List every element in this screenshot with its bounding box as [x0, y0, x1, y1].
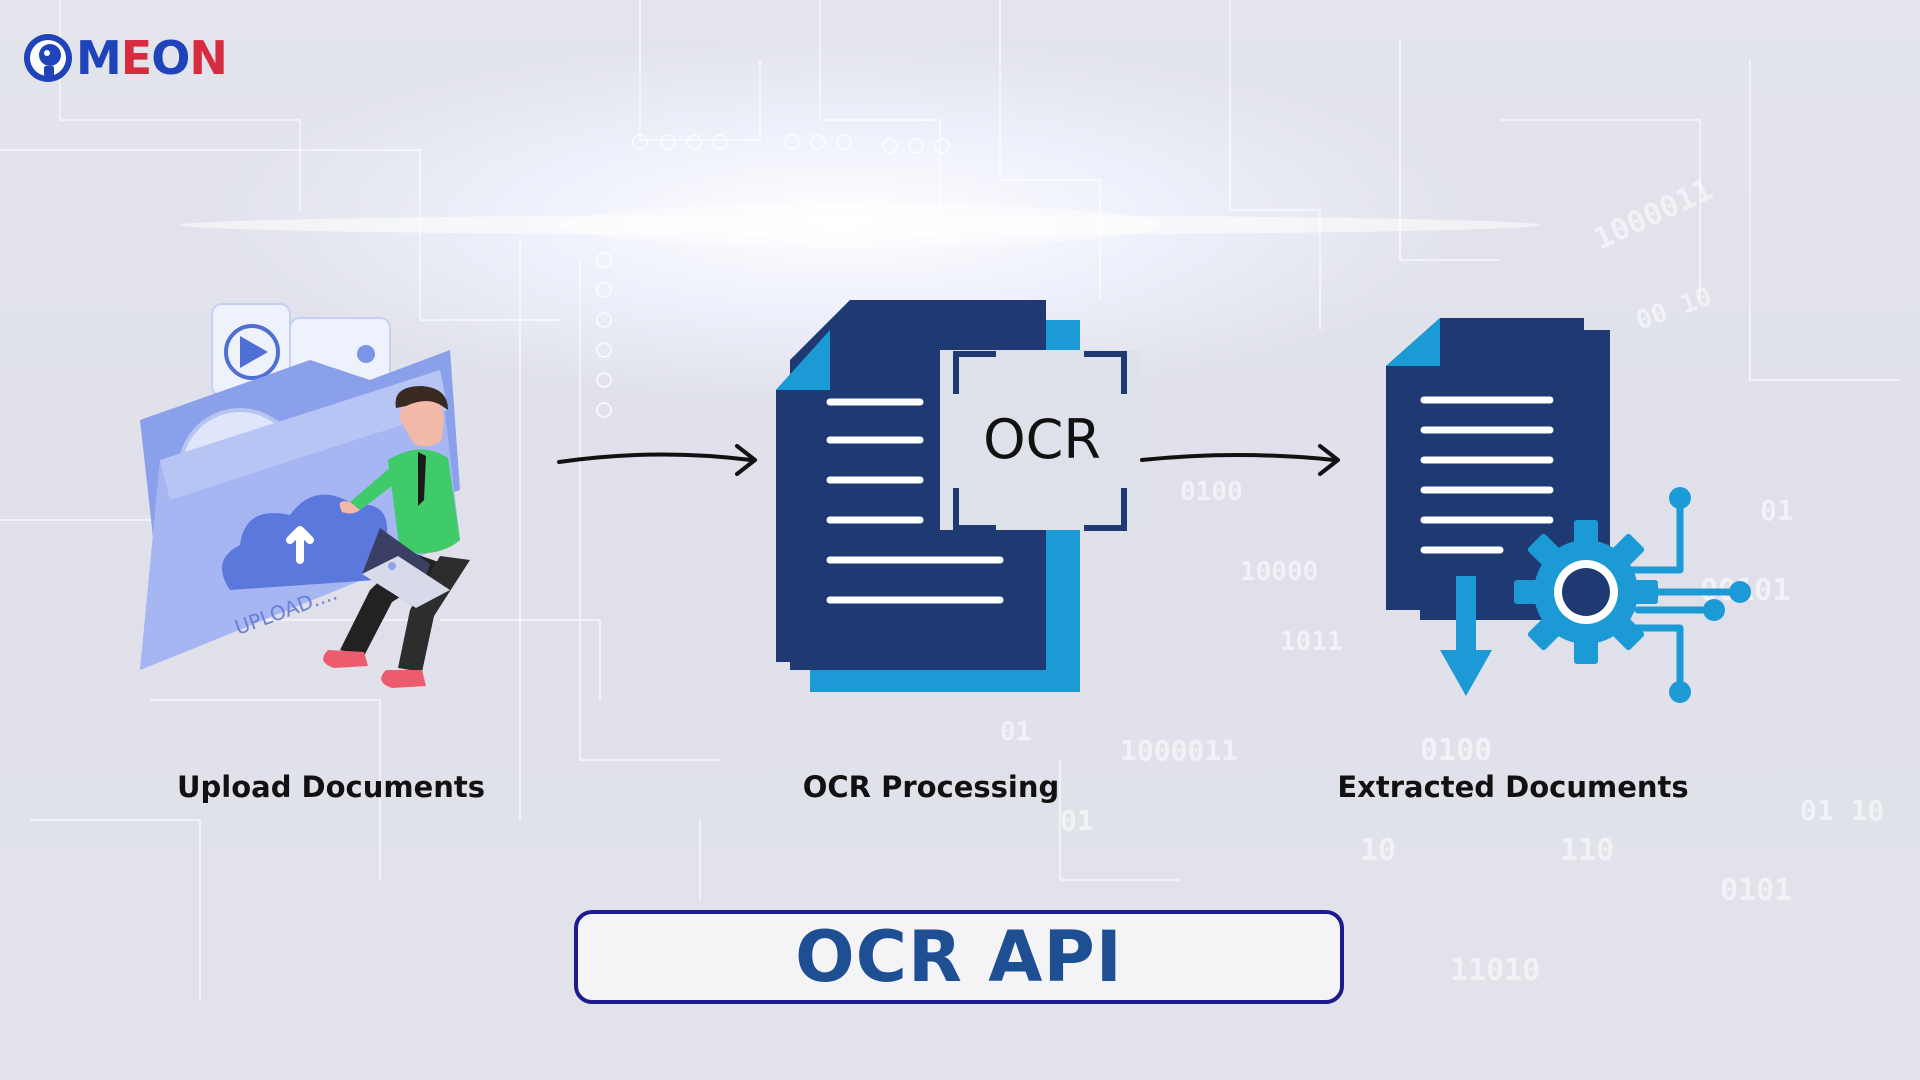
svg-text:10: 10	[1360, 833, 1396, 868]
svg-text:01: 01	[1060, 804, 1094, 837]
brand-logo: MEON	[22, 31, 228, 85]
svg-text:11010: 11010	[1450, 953, 1540, 988]
person-with-laptop-icon	[323, 386, 470, 688]
title-banner: OCR API	[574, 910, 1344, 1004]
step-label-ocr-processing: OCR Processing	[802, 770, 1060, 804]
cloud-upload-icon	[222, 494, 393, 590]
svg-text:10000: 10000	[1240, 557, 1318, 587]
upload-illustration: UPLOAD....	[140, 303, 470, 688]
page-title: OCR API	[795, 916, 1123, 998]
circuit-lines-icon	[1626, 496, 1740, 694]
ocr-processing-illustration: OCR	[776, 300, 1140, 692]
download-arrow-icon	[1440, 576, 1492, 696]
step-label-upload: Upload Documents	[176, 770, 486, 804]
meon-mascot-icon	[24, 34, 72, 82]
flow-arrow-1	[557, 444, 757, 476]
svg-text:01 10: 01 10	[1800, 794, 1884, 827]
svg-text:1000011: 1000011	[1589, 172, 1718, 257]
brand-wordmark: MEON	[76, 31, 228, 85]
extracted-documents-illustration	[1386, 318, 1751, 703]
svg-text:1000011: 1000011	[1120, 734, 1238, 767]
video-card-icon	[211, 303, 291, 397]
svg-text:01: 01	[1000, 717, 1031, 747]
step-label-extracted: Extracted Documents	[1337, 770, 1689, 804]
svg-text:0100: 0100	[1180, 477, 1243, 507]
svg-text:01: 01	[1760, 494, 1794, 527]
ocr-badge-label: OCR	[983, 408, 1101, 471]
scan-frame-icon	[953, 351, 1127, 531]
svg-text:0101: 0101	[1720, 873, 1792, 908]
svg-text:1011: 1011	[1280, 627, 1343, 657]
svg-text:0100: 0100	[1420, 733, 1492, 768]
gear-icon	[1514, 520, 1658, 664]
svg-text:110: 110	[1560, 833, 1614, 868]
flow-arrow-2	[1140, 444, 1340, 476]
